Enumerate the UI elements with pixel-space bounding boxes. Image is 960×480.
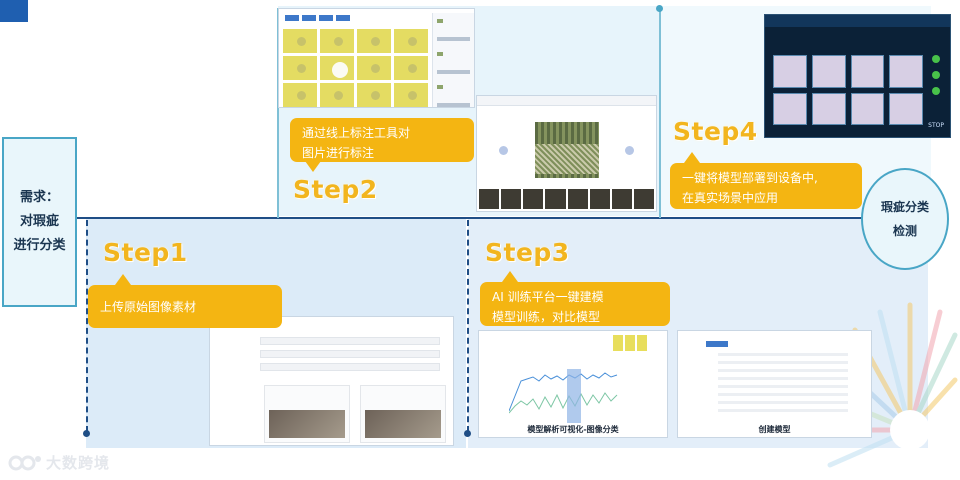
step2-callout-pointer xyxy=(305,161,321,172)
upload-form-screenshot xyxy=(209,316,454,446)
detection-preview-screenshot xyxy=(476,95,657,212)
training-visualization-screenshot: 模型解析可视化-图像分类 xyxy=(478,330,668,438)
requirement-text: 需求： 对瑕疵 进行分类 xyxy=(13,186,65,258)
goal-circle: 瑕疵分类 检测 xyxy=(861,168,949,270)
goal-text: 瑕疵分类 检测 xyxy=(881,195,929,243)
step4-dot xyxy=(656,5,663,12)
training-caption: 模型解析可视化-图像分类 xyxy=(479,424,667,435)
step1-connector xyxy=(86,220,88,432)
brand-mark-icon xyxy=(8,453,42,473)
step4-connector xyxy=(659,8,661,218)
timeline-main xyxy=(77,217,867,219)
stop-label: STOP xyxy=(928,122,944,129)
step3-callout: AI 训练平台一键建模 模型训练，对比模型 xyxy=(480,282,670,326)
step1-callout-pointer xyxy=(115,274,131,285)
deployment-device-screenshot: STOP xyxy=(764,14,951,138)
step2-callout: 通过线上标注工具对 图片进行标注 xyxy=(290,118,474,162)
brand-logo: 大数跨境 xyxy=(8,452,110,473)
training-curve xyxy=(509,351,619,423)
step1-title: Step1 xyxy=(103,238,188,267)
create-model-caption: 创建模型 xyxy=(678,424,871,435)
step3-callout-pointer xyxy=(502,271,518,282)
corner-accent xyxy=(0,0,28,22)
annotation-tool-screenshot xyxy=(278,8,475,108)
step4-title: Step4 xyxy=(673,117,758,146)
requirement-box: 需求： 对瑕疵 进行分类 xyxy=(2,137,77,307)
step1-dot xyxy=(83,430,90,437)
step4-callout-pointer xyxy=(684,152,700,163)
create-model-screenshot: 创建模型 xyxy=(677,330,872,438)
step3-title: Step3 xyxy=(485,238,570,267)
brand-name: 大数跨境 xyxy=(46,452,110,473)
step1-callout: 上传原始图像素材 xyxy=(88,285,282,328)
step2-title: Step2 xyxy=(293,175,378,204)
step4-callout: 一键将模型部署到设备中, 在真实场景中应用 xyxy=(670,163,862,209)
step3-connector xyxy=(467,220,469,432)
step3-dot xyxy=(464,430,471,437)
